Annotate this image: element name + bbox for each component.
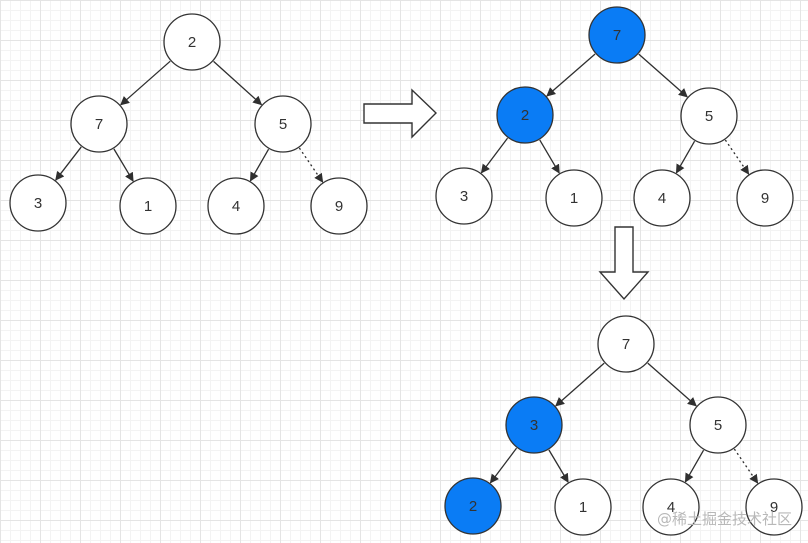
node-label: 7 [613, 27, 621, 44]
tree-node: 5 [254, 95, 312, 153]
arrows-layer [363, 88, 650, 301]
node-label: 5 [714, 417, 722, 434]
edge-c-g [724, 139, 750, 175]
tree-node: 4 [642, 478, 700, 536]
node-circle [254, 95, 312, 153]
tree-node: 1 [119, 177, 177, 235]
node-circle [310, 177, 368, 235]
tree-node: 9 [745, 478, 803, 536]
highlighted-node-circle [444, 477, 502, 535]
edge-a-b [546, 53, 596, 97]
node-label: 3 [460, 188, 468, 205]
node-label: 5 [705, 108, 713, 125]
node-label: 3 [34, 195, 42, 212]
tree-node: 4 [207, 177, 265, 235]
arrow-right-icon [363, 88, 438, 139]
trees-layer: 2 7 5 3 1 4 9 7 2 5 3 1 4 9 7 3 5 2 1 4 9 [9, 6, 803, 536]
node-circle [554, 478, 612, 536]
tree-node: 2 [496, 86, 554, 144]
tree-node: 9 [736, 169, 794, 227]
tree-node: 3 [505, 396, 563, 454]
highlighted-node-circle [496, 86, 554, 144]
node-label: 9 [761, 190, 769, 207]
node-label: 4 [232, 198, 240, 215]
tree-node: 7 [70, 95, 128, 153]
tree-node: 2 [163, 13, 221, 71]
tree-node: 9 [310, 177, 368, 235]
node-circle [680, 87, 738, 145]
node-circle [9, 174, 67, 232]
node-label: 3 [530, 417, 538, 434]
node-circle [70, 95, 128, 153]
node-circle [597, 315, 655, 373]
node-circle [207, 177, 265, 235]
tree-node: 7 [597, 315, 655, 373]
edge-a-c [647, 362, 697, 407]
node-circle [633, 169, 691, 227]
edge-b-e [539, 139, 560, 174]
edge-b-d [55, 146, 82, 181]
node-circle [736, 169, 794, 227]
node-label: 2 [188, 34, 196, 51]
node-label: 2 [521, 107, 529, 124]
node-label: 5 [279, 116, 287, 133]
node-circle [642, 478, 700, 536]
node-label: 7 [622, 336, 630, 353]
edge-b-e [113, 148, 134, 182]
node-label: 7 [95, 116, 103, 133]
tree-node: 1 [554, 478, 612, 536]
edge-c-f [249, 148, 270, 182]
edge-b-d [489, 447, 518, 484]
edge-a-b [120, 60, 171, 106]
node-label: 4 [658, 190, 666, 207]
node-label: 9 [335, 198, 343, 215]
tree-node: 7 [588, 6, 646, 64]
edge-a-c [638, 53, 688, 98]
tree-step-2: 7 3 5 2 1 4 9 [444, 315, 803, 536]
node-circle [545, 169, 603, 227]
tree-node: 3 [435, 167, 493, 225]
node-circle [163, 13, 221, 71]
node-circle [689, 396, 747, 454]
tree-step-1: 7 2 5 3 1 4 9 [435, 6, 794, 227]
tree-node: 5 [680, 87, 738, 145]
tree-node: 3 [9, 174, 67, 232]
node-label: 1 [144, 198, 152, 215]
edge-a-c [213, 60, 263, 106]
edge-c-f [684, 449, 705, 483]
highlighted-node-circle [588, 6, 646, 64]
node-circle [119, 177, 177, 235]
node-label: 1 [579, 499, 587, 516]
highlighted-node-circle [505, 396, 563, 454]
watermark-text: @稀土掘金技术社区 [656, 510, 792, 528]
edge-a-b [555, 362, 605, 407]
node-circle [745, 478, 803, 536]
edge-c-g [733, 448, 759, 484]
edge-c-g [298, 147, 324, 183]
arrow-down-icon [598, 226, 650, 301]
tree-node: 5 [689, 396, 747, 454]
node-label: 9 [770, 499, 778, 516]
edge-b-e [548, 449, 569, 483]
node-circle [435, 167, 493, 225]
edge-c-f [675, 140, 696, 174]
tree-node: 1 [545, 169, 603, 227]
edge-b-d [480, 137, 509, 174]
node-label: 2 [469, 498, 477, 515]
tree-node: 4 [633, 169, 691, 227]
node-label: 4 [667, 499, 675, 516]
node-label: 1 [570, 190, 578, 207]
tree-initial: 2 7 5 3 1 4 9 [9, 13, 368, 235]
tree-node: 2 [444, 477, 502, 535]
